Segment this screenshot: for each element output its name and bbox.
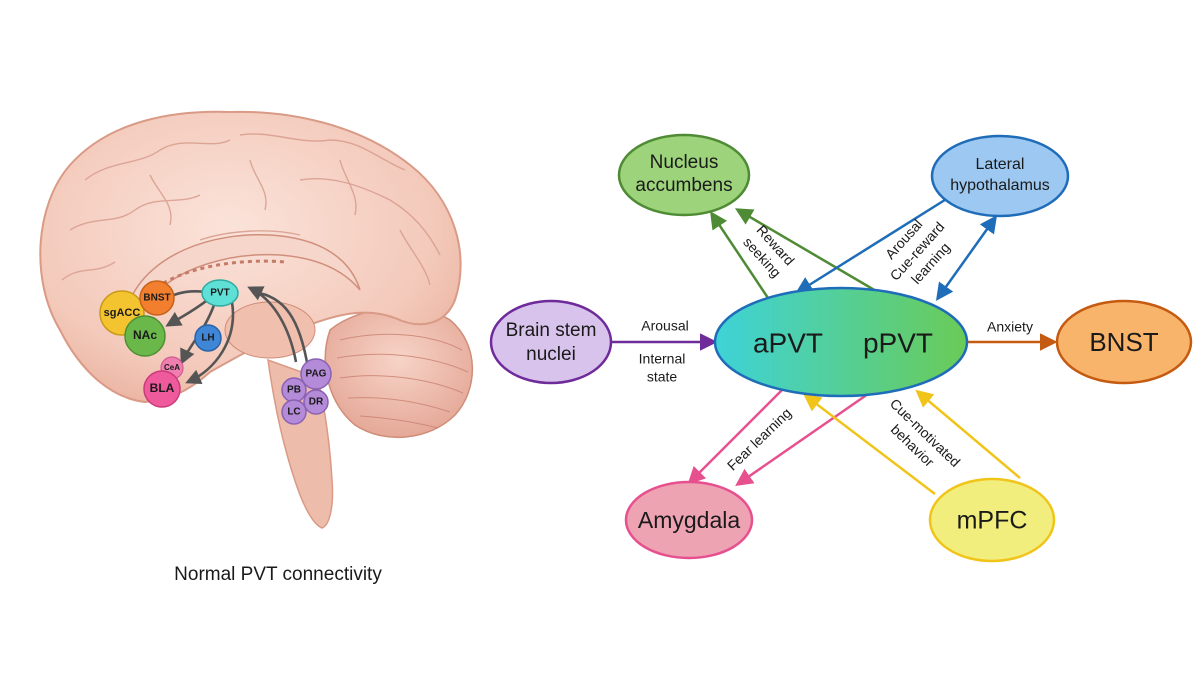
- region-lc-label: LC: [287, 407, 300, 418]
- region-pb: PB: [281, 377, 307, 403]
- label-anxiety: Anxiety: [987, 319, 1033, 335]
- edge-mpfc-apvt: [803, 393, 936, 495]
- brain-illustration: sgACC BNST NAc PVT LH CeA BLA PAG: [39, 110, 474, 529]
- region-sgacc-label: sgACC: [104, 307, 141, 319]
- node-amygdala: Amygdala: [624, 480, 754, 560]
- edge-ppvt-amygdala: [735, 392, 869, 486]
- cerebellum: [324, 306, 474, 438]
- node-brain-stem-nuclei: Brain stem nuclei: [489, 299, 613, 385]
- label-state: state: [647, 369, 678, 385]
- node-nucleus-accumbens: Nucleus accumbens: [617, 133, 751, 217]
- region-pag: PAG: [300, 358, 332, 390]
- label-cue-motivated: Cue-motivated behavior: [887, 395, 964, 470]
- region-pag-label: PAG: [306, 369, 327, 380]
- node-bnst-label: BNST: [1089, 327, 1158, 357]
- edge-apvt-amygdala: [687, 389, 783, 485]
- edge-lh-ppvt: [935, 215, 998, 301]
- region-lc: LC: [281, 399, 307, 425]
- label-arousal: Arousal: [641, 318, 688, 334]
- region-nac: NAc: [124, 315, 166, 357]
- node-lateral-hypothalamus: Lateral hypothalamus: [930, 134, 1070, 218]
- node-brain-stem-line1: Brain stem: [506, 320, 597, 341]
- node-bnst: BNST: [1055, 299, 1193, 385]
- node-nucleus-accumbens-line2: accumbens: [635, 175, 732, 196]
- node-mpfc-label: mPFC: [957, 507, 1028, 535]
- edge-ppvt-nac: [734, 208, 889, 300]
- node-amygdala-label: Amygdala: [638, 507, 740, 533]
- brain-caption: Normal PVT connectivity: [174, 564, 382, 585]
- region-bla: BLA: [143, 370, 181, 408]
- node-nucleus-accumbens-line1: Nucleus: [650, 152, 719, 173]
- network-edges: [612, 196, 1058, 495]
- label-internal: Internal: [639, 351, 686, 367]
- label-reward-seeking: Reward seeking: [740, 222, 798, 281]
- region-dr: DR: [303, 389, 329, 415]
- region-dr-label: DR: [309, 397, 324, 408]
- region-bla-label: BLA: [150, 381, 175, 395]
- region-pb-label: PB: [287, 385, 301, 396]
- edge-mpfc-ppvt: [915, 389, 1021, 479]
- node-ppvt-label: pPVT: [863, 327, 933, 358]
- region-cea-label: CeA: [164, 363, 180, 372]
- region-lh-label: LH: [201, 333, 214, 344]
- region-pvt-label: PVT: [210, 288, 229, 299]
- edge-apvt-nac: [710, 211, 770, 299]
- region-bnst: BNST: [139, 280, 175, 316]
- node-mpfc: mPFC: [928, 477, 1056, 563]
- region-nac-label: NAc: [133, 328, 157, 342]
- edge-lh-apvt: [795, 196, 949, 294]
- region-pvt: PVT: [201, 279, 239, 307]
- region-lh: LH: [194, 324, 222, 352]
- node-brain-stem-line2: nuclei: [526, 344, 576, 365]
- node-lateral-hypothalamus-line2: hypothalamus: [950, 177, 1050, 194]
- region-bnst-label: BNST: [143, 293, 170, 304]
- corpus-callosum: [128, 234, 361, 301]
- node-apvt-label: aPVT: [753, 327, 823, 358]
- node-pvt: aPVT pPVT: [713, 286, 969, 398]
- node-lateral-hypothalamus-line1: Lateral: [976, 156, 1025, 173]
